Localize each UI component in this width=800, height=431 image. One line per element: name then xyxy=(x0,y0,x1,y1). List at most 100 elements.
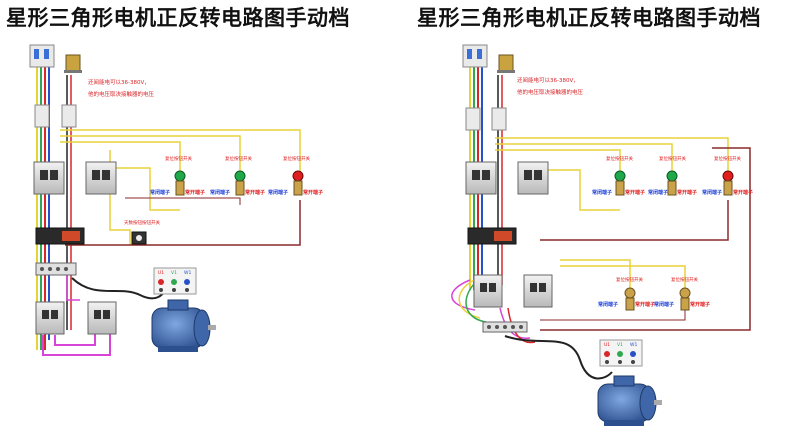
red-button[interactable] xyxy=(292,170,304,182)
wire-yellow-ctrl-6 xyxy=(560,265,686,290)
control-breakers[interactable] xyxy=(34,104,77,128)
button-body xyxy=(293,180,303,196)
button-group-left-1[interactable]: 复位按钮开关 常闭端子 常开端子 xyxy=(150,155,205,196)
button-group-right-4[interactable]: 复位按钮开关 常闭端子 常开端子 xyxy=(598,276,655,311)
transformer-base xyxy=(64,70,82,73)
switch-label: 复位按钮开关 xyxy=(616,276,643,283)
contactor-km1[interactable] xyxy=(465,161,497,195)
terminal-label-nc: 常闭端子 xyxy=(648,189,668,196)
contactor-window xyxy=(50,170,58,180)
button-group-right-5[interactable]: 复位按钮开关 常闭端子 常开端子 xyxy=(654,276,710,311)
relay-dial xyxy=(62,231,80,241)
green-button[interactable] xyxy=(234,170,246,182)
terminal-screw xyxy=(503,325,507,329)
contactor-window xyxy=(102,170,110,180)
motor-shaft xyxy=(654,400,662,405)
switch-label: 复位按钮开关 xyxy=(283,155,310,162)
button-body xyxy=(615,180,625,196)
switch-label: 复位按钮开关 xyxy=(659,155,686,162)
button-body xyxy=(680,297,690,311)
terminal-screw xyxy=(519,325,523,329)
time-relay[interactable] xyxy=(131,231,147,245)
motor-feet xyxy=(158,346,198,352)
terminal-w xyxy=(630,351,636,357)
breaker-toggle-1 xyxy=(467,49,472,59)
contactor-star[interactable] xyxy=(473,274,503,308)
main-breaker[interactable] xyxy=(462,44,488,68)
button-group-left-3[interactable]: 复位按钮开关 常闭端子 常开端子 xyxy=(268,155,323,196)
contactor-window xyxy=(530,283,537,292)
terminal-lower xyxy=(172,288,176,292)
note-line-2-right: 他的电压取决接触器的电压 xyxy=(517,88,584,96)
motor-shaft xyxy=(208,325,216,330)
motor-feet xyxy=(604,420,644,426)
button-body xyxy=(667,180,677,196)
wire-yellow-ctrl-2 xyxy=(495,143,673,180)
contactor-window xyxy=(534,170,542,180)
motor-endcap xyxy=(639,385,657,421)
wire-magenta-1 xyxy=(42,320,111,356)
red-button[interactable] xyxy=(722,170,734,182)
wire-magenta-3 xyxy=(66,275,80,301)
transformer-body xyxy=(498,54,514,72)
terminal-lower xyxy=(631,360,635,364)
contactor-window xyxy=(524,170,532,180)
button-body xyxy=(235,180,245,196)
note-line-1-right: 还阅能电可以36-380V， xyxy=(517,76,579,84)
terminal-screw xyxy=(511,325,515,329)
green-button[interactable] xyxy=(174,170,186,182)
green-button[interactable] xyxy=(666,170,678,182)
transformer xyxy=(497,54,515,73)
contactor-window xyxy=(539,283,546,292)
terminal-label-no: 常开端子 xyxy=(635,301,655,308)
control-breakers[interactable] xyxy=(465,107,507,131)
contactor-window xyxy=(94,310,101,319)
wire-yellow-ctrl-3 xyxy=(60,141,181,180)
contactor-km2[interactable] xyxy=(85,161,117,195)
note-line-1-left: 还阅能电可以36-380V， xyxy=(88,78,150,86)
cable-to-terminals xyxy=(504,335,613,380)
terminal-label-nc: 常闭端子 xyxy=(268,189,288,196)
phase-label: U1 xyxy=(604,342,610,348)
terminal-label-nc: 常闭端子 xyxy=(702,189,722,196)
contactor-body xyxy=(87,301,117,335)
wire-yellow-ctrl-5 xyxy=(560,259,631,290)
switch-label: 复位按钮开关 xyxy=(671,276,698,283)
yellow-button[interactable] xyxy=(679,287,691,299)
transformer-body xyxy=(65,54,81,72)
yellow-button[interactable] xyxy=(624,287,636,299)
title-left: 星形三角形电机正反转电路图手动档 xyxy=(6,6,350,30)
terminal-lower xyxy=(605,360,609,364)
terminal-w xyxy=(184,279,190,285)
thermal-relay[interactable] xyxy=(35,227,85,245)
motor-terminal-box-right: U1 V1 W1 xyxy=(599,339,643,367)
contactor-body xyxy=(465,161,497,195)
contactor-body xyxy=(85,161,117,195)
contactor-star[interactable] xyxy=(35,301,65,335)
contactor-delta[interactable] xyxy=(87,301,117,335)
contactor-km2[interactable] xyxy=(517,161,549,195)
button-body xyxy=(175,180,185,196)
button-group-left-2[interactable]: 复位按钮开关 常闭端子 常开端子 xyxy=(210,155,265,196)
button-group-right-1[interactable]: 复位按钮开关 常闭端子 常开端子 xyxy=(592,155,645,196)
button-group-right-3[interactable]: 复位按钮开关 常闭端子 常开端子 xyxy=(702,155,753,196)
motor-right xyxy=(597,375,662,426)
contactor-body xyxy=(33,161,65,195)
button-group-right-2[interactable]: 复位按钮开关 常闭端子 常开端子 xyxy=(648,155,697,196)
main-breaker[interactable] xyxy=(29,44,55,68)
motor-terminal-cover xyxy=(167,299,189,311)
contactor-delta[interactable] xyxy=(523,274,553,308)
thermal-relay[interactable] xyxy=(467,227,517,245)
terminal-label-nc: 常闭端子 xyxy=(150,189,170,196)
contactor-km1[interactable] xyxy=(33,161,65,195)
terminal-screw xyxy=(48,267,52,271)
terminal-label-nc: 常闭端子 xyxy=(592,189,612,196)
motor-endcap xyxy=(193,309,211,347)
wire-darkred-loop xyxy=(540,147,751,331)
breaker-toggle-2 xyxy=(477,49,482,59)
contactor-window xyxy=(40,170,48,180)
green-button[interactable] xyxy=(614,170,626,182)
wire-magenta-loop-1 xyxy=(451,279,476,311)
terminal-lower xyxy=(159,288,163,292)
